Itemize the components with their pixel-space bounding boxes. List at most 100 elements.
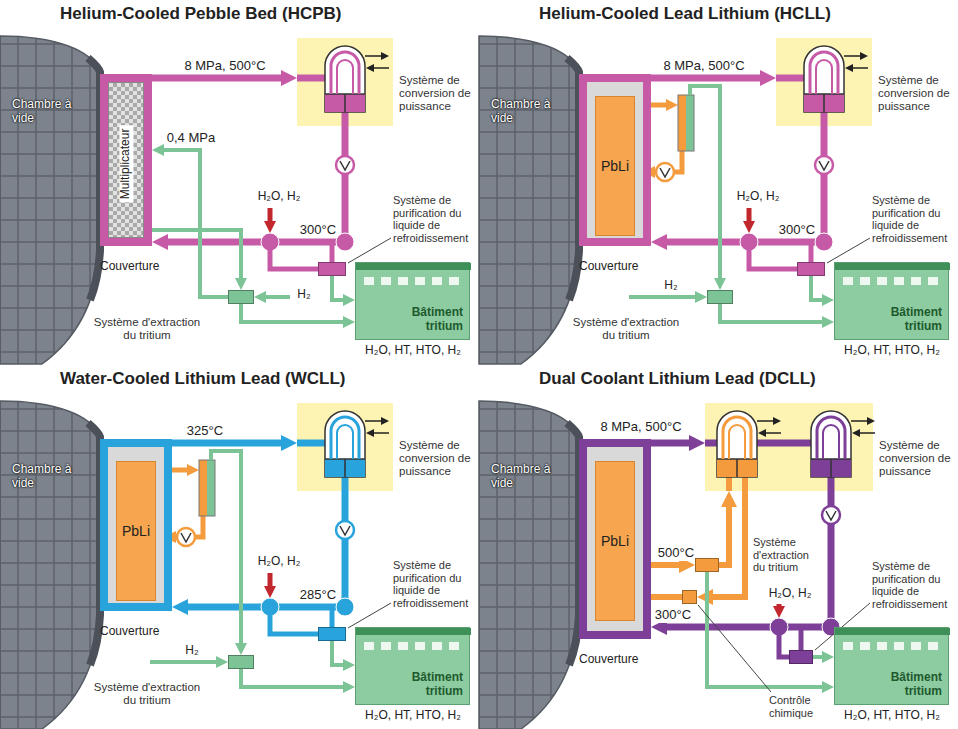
- pipe: [776, 75, 804, 82]
- window: [911, 277, 921, 285]
- pipe: [211, 451, 241, 649]
- window: [398, 642, 408, 650]
- power-conversion-art: [705, 403, 873, 491]
- leader-line: [827, 238, 870, 263]
- panel-art: [479, 401, 870, 729]
- system-box: Système d'extraction du tritium: [707, 290, 733, 304]
- steam-arrow: [365, 55, 385, 57]
- label-holder: H₂O, HT, HTO, H₂: [831, 344, 953, 358]
- pump-symbol: [181, 533, 191, 542]
- blanket-box: CouverturePbLi: [579, 74, 651, 246]
- blanket-box: CouverturePbLi: [579, 439, 651, 639]
- window: [364, 642, 374, 650]
- node-label: PbLi: [596, 158, 634, 174]
- pipe-label: 285°C: [299, 588, 337, 603]
- u-tube: [337, 425, 353, 459]
- label-holder: H₂: [180, 644, 204, 658]
- pipe: [726, 477, 732, 491]
- label-holder: 300°C: [653, 605, 693, 623]
- steam-generator: [325, 459, 365, 477]
- leader-line: [348, 603, 391, 628]
- power-conversion-box: Système de conversion de puissance: [297, 38, 393, 126]
- node-label: Système d'extraction du tritium: [753, 536, 823, 574]
- flow-label: H₂O, HT, HTO, H₂: [352, 709, 474, 723]
- water-arrow: [370, 67, 389, 69]
- system-box: Système d'extraction du tritium: [695, 558, 719, 572]
- power-conversion-art: [297, 38, 393, 126]
- leader-line: [698, 605, 771, 692]
- vacuum-chamber: [88, 423, 100, 665]
- roof: [356, 628, 471, 635]
- roof: [835, 628, 950, 635]
- system-box: Système de purification du liquide de re…: [318, 262, 346, 276]
- pipe: [297, 75, 325, 82]
- pipe: [260, 295, 290, 299]
- label-holder: H₂O, H₂: [250, 555, 308, 569]
- flow-label: H₂O, H₂: [729, 190, 787, 204]
- window: [432, 277, 442, 285]
- pump-symbol: [177, 528, 195, 546]
- panel-art: [0, 36, 391, 364]
- node-label: Bâtiment tritium: [868, 306, 942, 334]
- window: [877, 277, 887, 285]
- label-holder: H₂: [659, 279, 683, 293]
- label-holder: 8 MPa, 500°C: [175, 56, 275, 74]
- label-holder: H₂O, HT, HTO, H₂: [831, 709, 953, 723]
- coolant-pipe: [705, 491, 745, 597]
- panel-art: [479, 36, 870, 364]
- pipe-label: 8 MPa, 500°C: [183, 59, 266, 74]
- power-conversion-art: [776, 46, 868, 126]
- node-label: PbLi: [596, 533, 634, 549]
- heat-exchanger: [207, 460, 215, 516]
- power-conversion-art: [297, 46, 389, 126]
- pipe: [779, 627, 789, 657]
- water-arrow: [370, 432, 389, 434]
- node-label: Bâtiment tritium: [389, 671, 463, 699]
- vacuum-chamber: [479, 401, 579, 729]
- pbli-box: PbLi: [595, 96, 635, 236]
- power-conversion-art: [297, 411, 389, 491]
- u-tube: [823, 425, 839, 459]
- tritium-building: Bâtiment tritium: [834, 262, 949, 340]
- pump-symbol: [340, 161, 350, 170]
- window: [894, 277, 904, 285]
- pipe-label: 325°C: [186, 424, 224, 439]
- part-label: Chambre à vide: [12, 98, 82, 126]
- label-holder: H₂O, H₂: [761, 587, 819, 601]
- node-label: Système d'extraction du tritium: [88, 681, 206, 707]
- junction: [336, 598, 354, 616]
- node-label: Système de purification du liquide de re…: [872, 560, 956, 611]
- pump-symbol: [336, 521, 354, 539]
- window: [911, 642, 921, 650]
- label-holder: H₂O, H₂: [729, 190, 787, 204]
- label-holder: 300°C: [775, 220, 819, 238]
- pump-symbol: [826, 511, 836, 520]
- coolant-pipe: [811, 276, 828, 300]
- coolant-pipe: [719, 499, 729, 565]
- vacuum-chamber: [88, 58, 100, 300]
- window: [449, 277, 459, 285]
- system-box: Système de purification du liquide de re…: [789, 650, 813, 664]
- node-label: Système de conversion de puissance: [399, 439, 477, 479]
- flow-label: H₂: [180, 644, 204, 658]
- coolant-pipe: [172, 440, 289, 447]
- pipe: [742, 477, 748, 491]
- label-holder: Helium-Cooled Pebble Bed (HCPB): [60, 4, 460, 24]
- injection-arrow: [747, 208, 752, 227]
- pump-symbol: [340, 526, 350, 535]
- pipe: [297, 440, 325, 447]
- steam-generator: [325, 94, 365, 112]
- tritium-building: Bâtiment tritium: [834, 627, 949, 705]
- steam-generator: [804, 46, 844, 112]
- node-label: PbLi: [117, 523, 155, 539]
- part-label: Chambre à vide: [12, 463, 82, 491]
- node-label: Système de conversion de puissance: [879, 439, 955, 479]
- node-label: Bâtiment tritium: [389, 306, 463, 334]
- junction: [336, 233, 354, 251]
- steam-arrow: [365, 420, 385, 422]
- steam-generator: [325, 459, 365, 477]
- steam-generator: [811, 411, 851, 477]
- steam-generator: [811, 459, 851, 477]
- node-label: Contrôle chimique: [769, 694, 829, 719]
- u-tube: [729, 425, 745, 459]
